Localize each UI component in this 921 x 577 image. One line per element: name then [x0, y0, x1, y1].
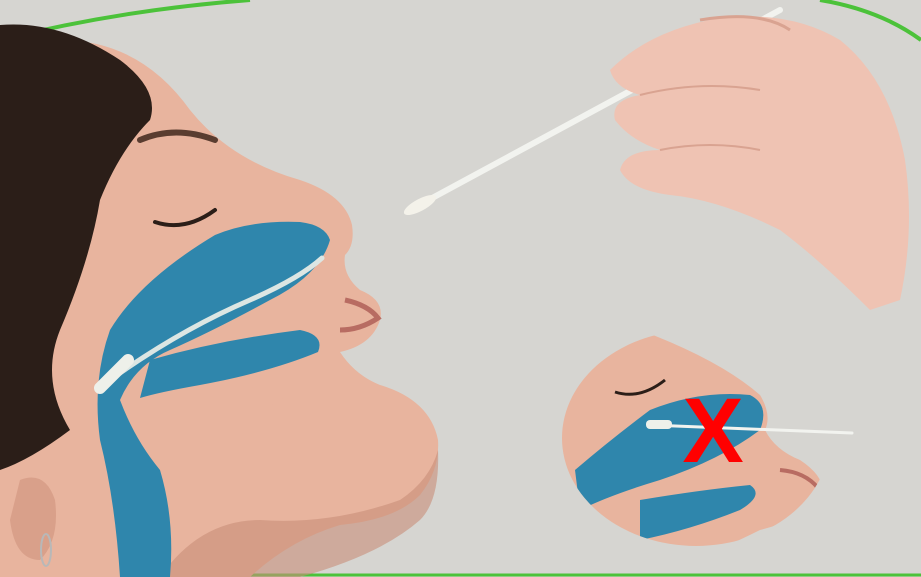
- incorrect-marker: X: [682, 380, 743, 482]
